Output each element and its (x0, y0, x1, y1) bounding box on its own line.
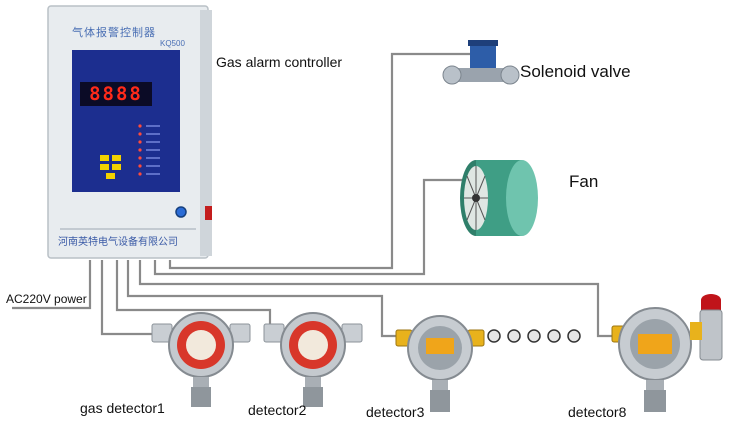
power-indicator-icon (175, 206, 187, 218)
controller-company: 河南英特电气设备有限公司 (58, 237, 178, 248)
wire-fan (153, 178, 470, 276)
panel-button (100, 164, 109, 170)
detector-3-label: detector3 (366, 404, 425, 420)
wire-detector3 (126, 260, 402, 338)
gas-detector-1-icon (151, 312, 251, 407)
indicator-label-lines (146, 125, 160, 175)
controller-cabinet (47, 5, 212, 259)
continuation-dots (487, 329, 581, 343)
panel-button (100, 155, 109, 161)
wire-valve (168, 52, 470, 270)
controller-model: KQ500 (160, 39, 185, 48)
indicator-lights (138, 124, 142, 176)
wiring (12, 52, 622, 338)
alarm-beacon-icon (690, 294, 723, 361)
wire-detector1 (100, 260, 172, 336)
panel-button (112, 155, 121, 161)
led-display (80, 82, 152, 106)
fan-icon (460, 160, 538, 236)
panel-button (112, 164, 121, 170)
gas-detector-8-icon (611, 307, 692, 412)
solenoid-valve-icon (442, 40, 520, 85)
fan-label: Fan (569, 172, 599, 191)
detector-2-label: detector2 (248, 402, 307, 418)
gas-detector-2-icon (263, 312, 363, 407)
gas-detector-3-icon (395, 315, 485, 412)
controller-label: Gas alarm controller (216, 54, 343, 70)
panel-button (106, 173, 115, 179)
power-label: AC220V power (6, 292, 87, 306)
power-switch-icon (205, 206, 212, 220)
solenoid-valve-label: Solenoid valve (520, 62, 631, 81)
controller-panel-title: 气体报警控制器 (72, 27, 156, 39)
controller-display-value: 8888 (89, 83, 143, 105)
wire-power (12, 260, 92, 310)
wire-detector8 (138, 260, 622, 338)
detector-8-label: detector8 (568, 404, 627, 420)
detector-1-label: gas detector1 (80, 400, 165, 416)
